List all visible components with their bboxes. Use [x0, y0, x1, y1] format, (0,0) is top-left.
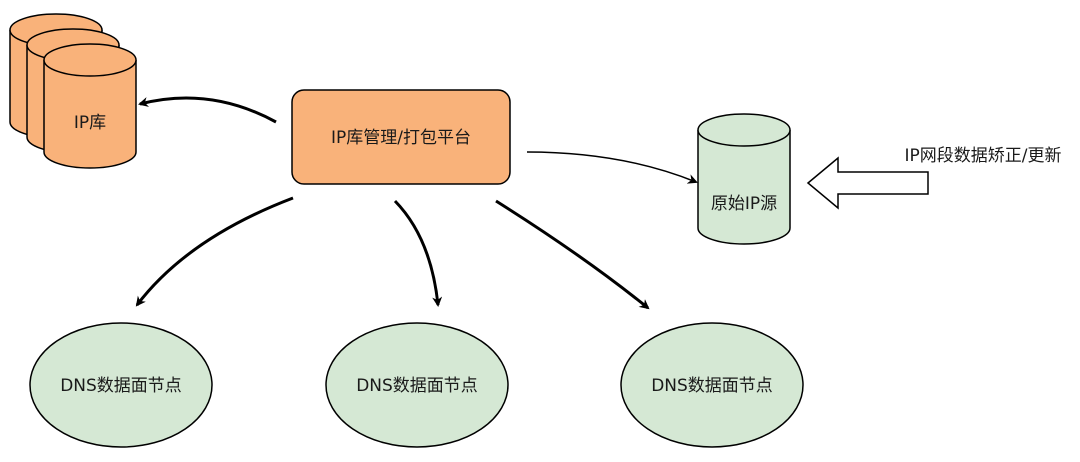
ip-library-database-icon: IP库: [9, 13, 137, 169]
arrow-platform-to-dns-node-1: [135, 196, 294, 307]
platform-label: IP库管理/打包平台: [331, 128, 471, 148]
dns-node-ellipse: [325, 322, 509, 448]
arrow-platform-to-dns-node-3: [495, 199, 650, 310]
raw-ip-source-label: 原始IP源: [711, 194, 777, 214]
platform-node: IP库管理/打包平台: [291, 89, 511, 185]
dns-node-ellipse: [620, 322, 804, 448]
correction-input: IP网段数据矫正/更新: [806, 146, 1062, 210]
dns-node-label: DNS数据面节点: [60, 376, 182, 396]
raw-ip-source-database-icon: 原始IP源: [697, 113, 791, 245]
arrow-platform-to-ip-library: [138, 96, 277, 124]
dns-node-label: DNS数据面节点: [651, 376, 773, 396]
dns-node-2: DNS数据面节点: [325, 322, 509, 448]
dns-node-3: DNS数据面节点: [620, 322, 804, 448]
dns-node-label: DNS数据面节点: [356, 376, 478, 396]
ip-library-label: IP库: [74, 113, 106, 133]
arrow-platform-to-raw-source: [526, 151, 698, 184]
ip-library-cylinder-front: [43, 43, 137, 169]
arrow-platform-to-dns-node-2: [393, 199, 443, 307]
hollow-left-arrow-icon: [806, 156, 929, 210]
platform-box: [291, 89, 511, 185]
correction-input-label: IP网段数据矫正/更新: [905, 146, 1062, 166]
dns-node-ellipse: [29, 322, 213, 448]
dns-node-1: DNS数据面节点: [29, 322, 213, 448]
